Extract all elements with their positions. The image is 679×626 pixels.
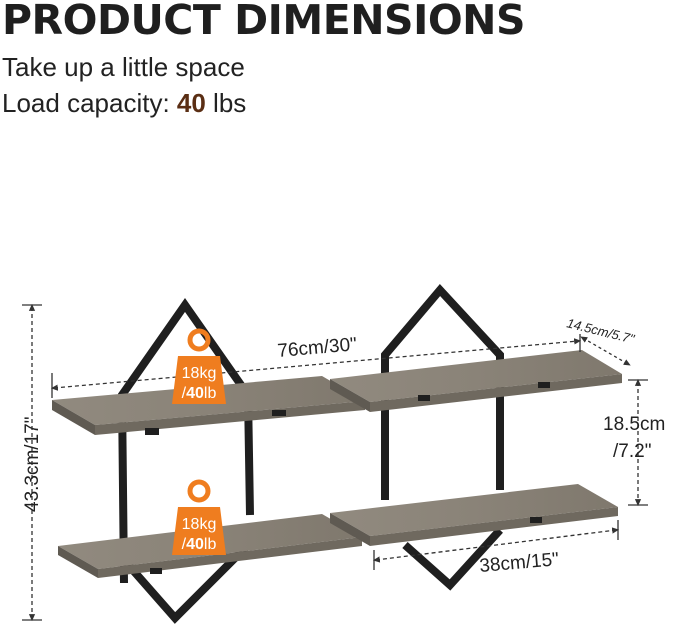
weight-hook-icon bbox=[187, 328, 211, 352]
load-badge-bottom: 18kg /40lb bbox=[172, 479, 226, 555]
shelf-length-dimension bbox=[372, 520, 620, 570]
load-capacity-line: Load capacity: 40 lbs bbox=[2, 88, 246, 119]
height-dimension bbox=[22, 303, 42, 622]
shelf-bottom-right bbox=[330, 484, 618, 546]
depth-dimension bbox=[580, 336, 631, 366]
shelf-length-label: 38cm/15" bbox=[479, 549, 560, 577]
width-dimension bbox=[50, 334, 582, 398]
spacing-dimension bbox=[628, 378, 648, 507]
load-badge-top-lb: /40lb bbox=[182, 385, 217, 402]
left-metal-frame bbox=[117, 298, 254, 624]
width-label: 76cm/30" bbox=[277, 334, 358, 362]
subtitle-text: Take up a little space bbox=[2, 52, 245, 82]
load-capacity-label: Load capacity: bbox=[2, 88, 177, 118]
load-badge-top-kg: 18kg bbox=[182, 365, 217, 382]
load-capacity-unit: lbs bbox=[205, 88, 247, 118]
load-badge-top: 18kg /40lb bbox=[172, 328, 226, 404]
spacing-label-line2: /7.2" bbox=[613, 441, 651, 462]
load-badge-bottom-kg: 18kg bbox=[182, 516, 217, 533]
height-label: 43.3cm/17" bbox=[22, 417, 43, 512]
load-badge-bottom-lb: /40lb bbox=[182, 536, 217, 553]
shelf-top-right bbox=[330, 350, 622, 412]
page-title: PRODUCT DIMENSIONS bbox=[2, 0, 526, 44]
depth-label: 14.5cm/5.7" bbox=[565, 315, 637, 347]
load-capacity-value: 40 bbox=[176, 88, 206, 118]
weight-hook-icon bbox=[187, 479, 211, 503]
spacing-label-line1: 18.5cm bbox=[603, 414, 665, 435]
